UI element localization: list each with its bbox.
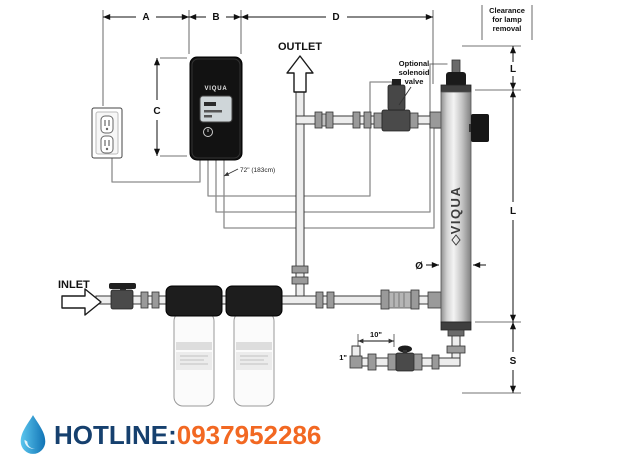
- clearance-note-line1: Clearance: [489, 6, 525, 15]
- controller-brand-label: VIQUA: [204, 86, 227, 92]
- filter-head-1: [165, 285, 223, 317]
- solenoid-note-line2: solenoid: [399, 68, 430, 77]
- gland-nut: [446, 72, 466, 87]
- chamber-bottom-elbow: [427, 291, 442, 309]
- flow-markers: OUTLET INLET: [58, 41, 322, 316]
- solenoid-cap: [392, 79, 401, 85]
- chamber-body: [440, 91, 472, 323]
- filter-head-2: [225, 285, 283, 317]
- hotline-banner: HOTLINE:0937952286: [16, 413, 321, 457]
- receptacle-bottom: [100, 135, 114, 154]
- controller-display: [199, 95, 233, 123]
- solenoid-coil: [387, 84, 406, 111]
- dim-d-label: D: [332, 12, 339, 23]
- water-drop-icon: [20, 415, 46, 454]
- inlet-ball-valve: [110, 289, 134, 310]
- outlet-label: OUTLET: [278, 41, 322, 53]
- solenoid-note-line3: valve: [405, 77, 424, 86]
- chamber-sensor-box: [471, 114, 489, 142]
- clearance-note-line3: removal: [493, 24, 522, 33]
- inlet-label: INLET: [58, 279, 90, 291]
- inlet-arrow-icon: [61, 288, 102, 316]
- top-pipe-fittings: [314, 111, 442, 129]
- dim-b-label: B: [212, 12, 219, 23]
- bottom-pipe-fittings: [109, 265, 442, 310]
- dim-diameter-label: Ø: [415, 261, 423, 272]
- dim-s-label: S: [510, 356, 517, 367]
- ball-valve-handle: [109, 283, 136, 289]
- dim-l-chamber-label: L: [510, 206, 516, 217]
- solenoid-note-line1: Optional: [399, 59, 429, 68]
- filter-housings: [165, 285, 283, 407]
- dim-detail-height-label: 1": [339, 353, 347, 362]
- cord-length-label: 72" (183cm): [240, 167, 275, 174]
- uv-chamber: VIQUA: [440, 59, 489, 354]
- outlet-arrow-icon: [286, 55, 314, 93]
- hotline-label: HOTLINE:: [54, 419, 177, 450]
- chamber-brand-label: VIQUA: [448, 186, 463, 235]
- detail-valve: [395, 352, 415, 372]
- dimension-lines: A B D C L L S Ø 10" 1": [102, 10, 521, 394]
- lamp-connector-stub: [451, 59, 461, 75]
- controller-cables: [111, 63, 471, 229]
- piping: [95, 91, 461, 367]
- check-valve: [388, 291, 412, 309]
- controller-timer-icon: [203, 127, 213, 137]
- chamber-top-elbow: [429, 111, 442, 129]
- dim-c-label: C: [153, 106, 160, 117]
- uv-controller: VIQUA: [189, 56, 243, 161]
- clearance-note-line2: for lamp: [492, 15, 522, 24]
- dim-detail-width-label: 10": [370, 330, 382, 339]
- solenoid-valve: [373, 79, 419, 132]
- detail-elbow: [349, 355, 363, 369]
- power-outlet: [91, 107, 123, 159]
- hotline-phone: 0937952286: [176, 419, 322, 450]
- dim-a-label: A: [142, 12, 149, 23]
- drain-detail-assembly: [349, 345, 440, 372]
- annotations: Optional solenoid valve 72" (183cm) Clea…: [223, 5, 533, 177]
- viqua-diamond-icon: [451, 234, 461, 246]
- dim-l-lamp-label: L: [510, 64, 516, 75]
- detail-valve-knob: [398, 345, 412, 353]
- receptacle-top: [100, 115, 114, 134]
